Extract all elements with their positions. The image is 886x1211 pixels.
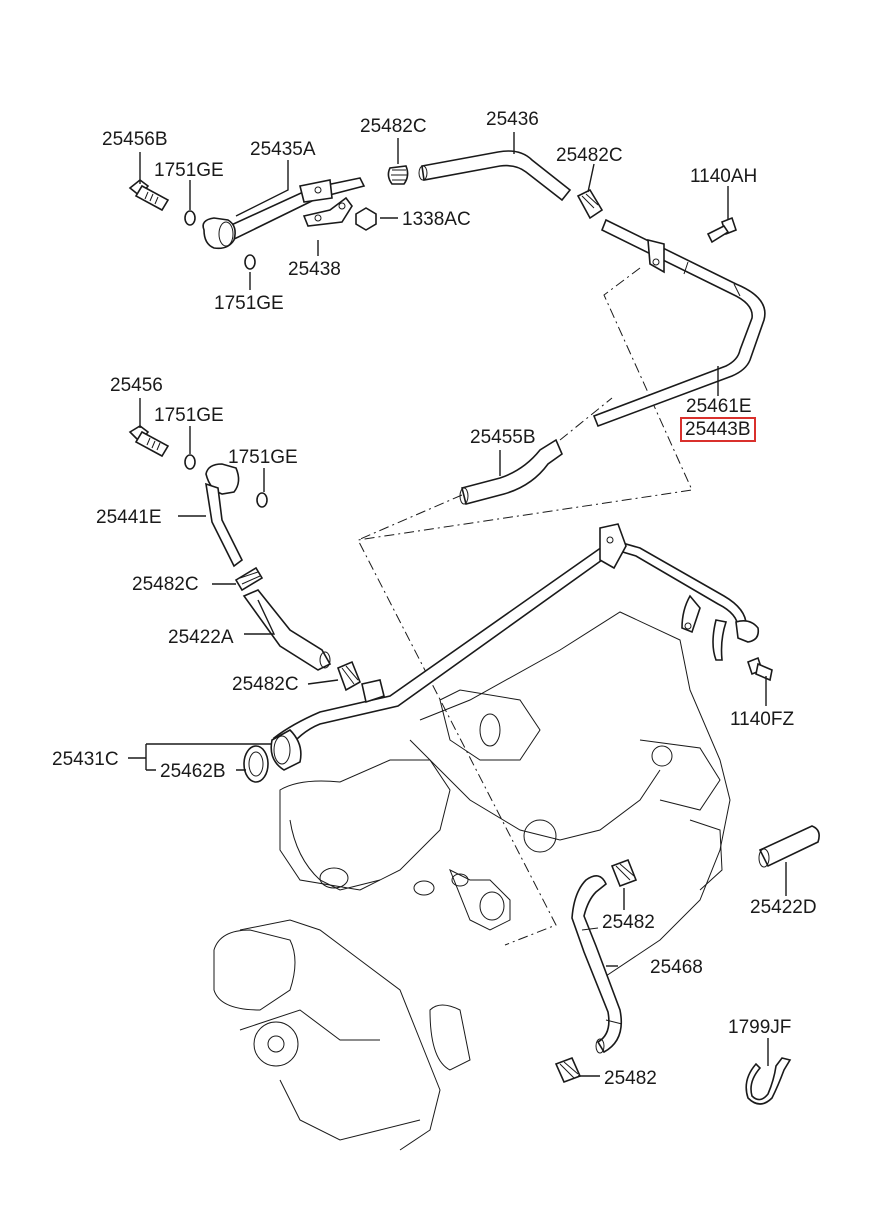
label-25441e: 25441E [96,507,162,528]
label-25436: 25436 [486,109,539,130]
washer-1751ge-d [256,492,268,508]
label-25482c-mid-a: 25482C [132,574,199,595]
label-1751ge-b: 1751GE [214,293,284,314]
leader-lines [128,132,787,1077]
bolt-1140fz [747,656,773,682]
label-25482c-top-b: 25482C [556,145,623,166]
clamp-1799jf [745,1057,792,1105]
hose-25422a [242,589,332,671]
label-1751ge-c: 1751GE [154,405,224,426]
nut-1338ac [355,207,377,231]
clamp-25482-a [610,858,638,888]
label-1338ac: 1338AC [402,209,471,230]
label-25468: 25468 [650,957,703,978]
label-25438: 25438 [288,259,341,280]
pipe-25461e [592,218,766,428]
clamp-25482c-mid-b [336,660,362,692]
clamp-25482-b [554,1056,582,1084]
label-25462b: 25462B [160,761,226,782]
bracket-25438 [302,196,353,227]
washer-1751ge-b [244,254,256,270]
bolt-25456 [128,425,170,458]
clamp-25482c-top-b [576,188,604,220]
label-1799jf: 1799JF [728,1017,792,1038]
pipe-25435a [202,177,366,250]
label-25482-b: 25482 [604,1068,657,1089]
reference-lines [357,267,693,946]
washer-1751ge-a [184,210,196,226]
label-1140fz: 1140FZ [730,709,795,730]
label-25482c-top-a: 25482C [360,116,427,137]
bolt-1140ah [706,216,737,244]
washer-1751ge-c [184,454,196,470]
label-25422d: 25422D [750,897,817,918]
label-25455b: 25455B [470,427,536,448]
engine-block [213,611,731,1151]
hose-25468 [571,875,623,1054]
label-1140ah: 1140AH [690,166,758,187]
clamp-25482c-top-a [387,165,409,185]
label-25435a: 25435A [250,139,316,160]
label-25482c-mid-b: 25482C [232,674,299,695]
label-25422a: 25422A [168,627,234,648]
label-25461e: 25461E [686,396,752,417]
hose-25455b [459,438,563,505]
hose-25436 [418,150,572,202]
bolt-25456b [128,178,170,212]
label-25443b: 25443B [680,417,756,442]
label-25456b: 25456B [102,129,168,150]
label-1751ge-a: 1751GE [154,160,224,181]
hose-25422d [758,825,820,868]
label-25456: 25456 [110,375,163,396]
clamp-25482c-mid-a [234,566,264,592]
label-1751ge-d: 1751GE [228,447,298,468]
label-25482-a: 25482 [602,912,655,933]
gasket-25462b [243,745,269,783]
label-25431c: 25431C [52,749,119,770]
pipe-25431c [270,523,760,771]
pipe-25441e [205,463,244,568]
